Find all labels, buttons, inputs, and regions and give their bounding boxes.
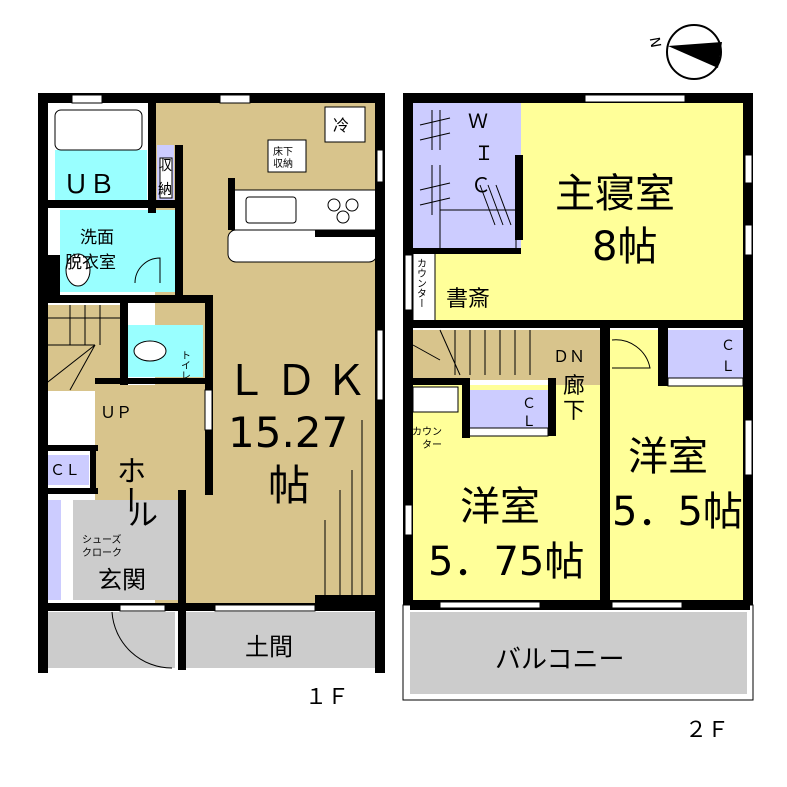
toilet-icon [133, 340, 167, 362]
label-western-a: 洋室 [460, 484, 540, 530]
label-hall-1: ホー [111, 455, 146, 515]
label-entrance: 玄関 [98, 566, 146, 594]
label-hall-2: ル [128, 498, 158, 533]
compass-icon: N [646, 24, 722, 80]
label-western-b-size: 5．5帖 [612, 489, 743, 535]
label-storage-1: 収 [158, 158, 172, 174]
label-counter-2: ター [422, 439, 442, 451]
label-corridor-2: 下 [563, 399, 585, 424]
room-entrance [73, 500, 178, 600]
label-counter-vertical: カウンター [415, 258, 427, 308]
room-doma [185, 612, 377, 668]
fridge [324, 106, 366, 143]
label-ub: ＵＢ [63, 170, 115, 200]
label-shoe-1: シューズ [82, 533, 122, 546]
label-shoe-2: クローク [82, 547, 122, 559]
shoe-closet [45, 500, 61, 600]
floor-label-1f: １Ｆ [305, 685, 349, 710]
label-underfloor-1: 床下 [273, 145, 293, 158]
label-ldk: ＬＤＫ [225, 356, 375, 405]
room-hall [95, 385, 210, 500]
stair-lines-2f [412, 329, 531, 376]
label-doma: 土間 [245, 633, 293, 661]
label-ldk-unit: 帖 [268, 461, 310, 510]
label-washroom-1: 洗面 [80, 228, 114, 248]
label-dn: ＤＮ [553, 347, 585, 366]
label-wic-i: Ｉ [474, 141, 494, 165]
label-underfloor-2: 収納 [273, 157, 293, 170]
floor-label-2f: ２Ｆ [685, 718, 729, 743]
washbasin-icon [65, 253, 91, 287]
label-washroom-2: 脱衣室 [65, 253, 116, 273]
label-study: 書斎 [446, 287, 490, 312]
wic-hanger-lines [419, 110, 517, 251]
label-wic-c: Ｃ [471, 173, 491, 197]
floor-2: N Ｗ Ｉ Ｃ 主寝室 8帖 カウンター 書斎 ＤＮ 廊 下 Ｃ Ｌ Ｃ Ｌ カ… [402, 24, 754, 743]
room-ub [55, 150, 147, 200]
label-master-size: 8帖 [592, 224, 657, 270]
underfloor-storage [267, 139, 307, 173]
label-master-bedroom: 主寝室 [555, 171, 675, 217]
closet-b [668, 330, 743, 378]
label-storage-2: 納 [158, 182, 172, 198]
label-counter-1: カウン [412, 426, 442, 438]
label-closet-a-c: Ｃ [522, 396, 536, 412]
label-closet-a-l: Ｌ [522, 414, 536, 430]
closet-a [468, 390, 548, 428]
label-toilet: トイレ [179, 350, 191, 380]
label-balcony: バルコニー [495, 645, 624, 675]
label-wic-w: Ｗ [468, 109, 488, 133]
stairs [44, 305, 122, 391]
label-closet: ＣＬ [50, 461, 80, 479]
tv-lines [324, 420, 363, 600]
sink-icon [245, 196, 297, 224]
bathtub [54, 109, 143, 151]
label-closet-b-l: Ｌ [721, 359, 735, 375]
label-ldk-size: 15.27 [228, 408, 348, 457]
room-closet [45, 455, 89, 485]
label-fridge: 冷 [333, 116, 349, 135]
porch [45, 612, 175, 668]
stair-lines [43, 305, 120, 391]
label-corridor-1: 廊 [563, 374, 585, 399]
room-wic [413, 103, 521, 253]
label-up: ＵＰ [100, 403, 132, 422]
label-closet-b-c: Ｃ [721, 338, 735, 354]
counter-horizontal [412, 386, 459, 413]
compass-north-label: N [646, 36, 664, 49]
label-western-b: 洋室 [628, 434, 708, 480]
balcony [410, 612, 747, 694]
label-western-a-size: 5．75帖 [428, 539, 584, 585]
stove-icon [327, 198, 359, 224]
floor-1: ＵＢ 収 納 洗面 脱衣室 冷 床下 収納 ＬＤＫ 15.27 帖 トイレ ＵＰ… [38, 93, 385, 710]
